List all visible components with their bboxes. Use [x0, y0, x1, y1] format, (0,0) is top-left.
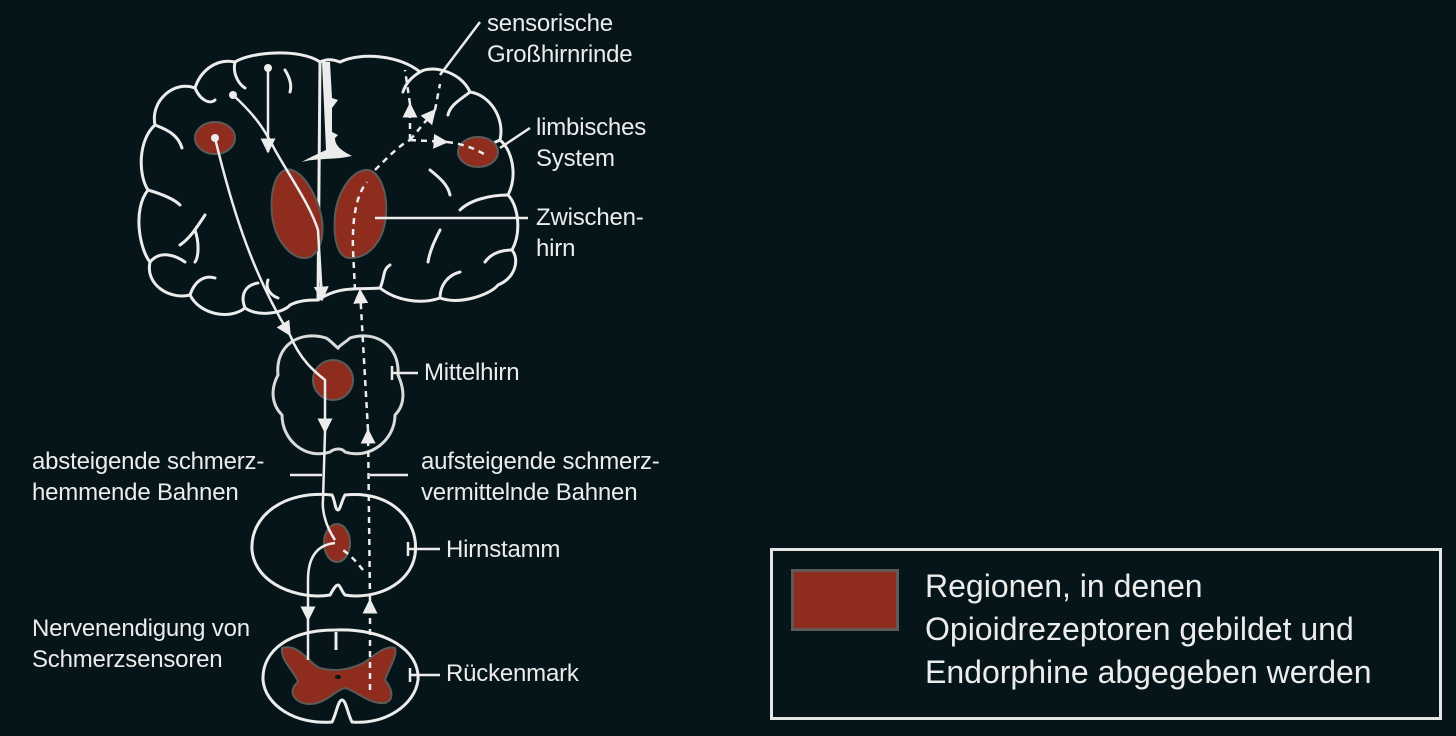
central-canal [335, 675, 341, 679]
legend-swatch-opioid-region [791, 569, 899, 631]
label-diencephalon: Zwischen- hirn [536, 204, 644, 262]
spinal-cord-outline [261, 628, 420, 724]
label-midbrain: Mittelhirn [424, 359, 520, 386]
descending-origin-dots [211, 64, 272, 142]
midbrain-outline [271, 334, 405, 456]
label-descending-pathways: absteigende schmerz- hemmende Bahnen [32, 448, 265, 506]
label-sensory-cortex: sensorische Großhirnrinde [487, 10, 633, 68]
opioid-regions-brain [194, 121, 499, 706]
leader-lines [290, 21, 531, 682]
descending-pathways [213, 68, 337, 660]
brainstem-outline [250, 492, 418, 598]
label-brainstem: Hirnstamm [446, 536, 561, 563]
label-ascending-pathways: aufsteigende schmerz- vermittelnde Bahne… [421, 448, 660, 506]
ventricle-shape [302, 62, 352, 162]
legend-text: Regionen, in denen Opioidrezeptoren gebi… [925, 568, 1372, 690]
legend-box: Regionen, in denen Opioidrezeptoren gebi… [770, 548, 1442, 720]
ascending-pathways [342, 69, 488, 690]
label-limbic-system: limbisches System [536, 114, 647, 172]
label-nerve-endings: Nervenendigung von Schmerzsensoren [32, 615, 250, 673]
label-spinal-cord: Rückenmark [446, 660, 579, 687]
cerebrum-outline [137, 51, 520, 316]
